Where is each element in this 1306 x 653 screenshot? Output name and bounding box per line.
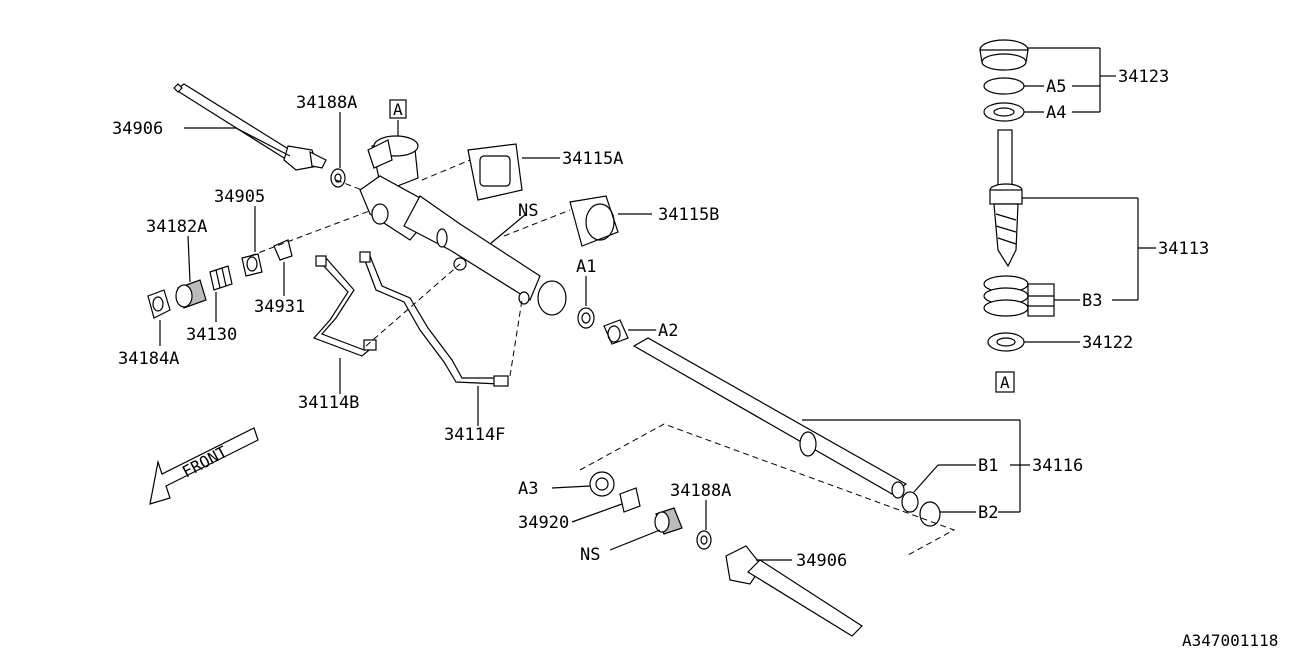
tie-rod-lower — [725, 545, 863, 637]
label-34920: 34920 — [518, 513, 569, 533]
label-ns-top: NS — [518, 201, 538, 221]
part-34920 — [619, 487, 641, 513]
label-34123: 34123 — [1118, 67, 1169, 87]
seal-A4 — [983, 102, 1025, 122]
label-34906-top: 34906 — [112, 119, 163, 139]
pipe-34114B — [312, 255, 377, 357]
label-34113: 34113 — [1158, 239, 1209, 259]
oring-A5 — [983, 77, 1025, 95]
label-a3: A3 — [518, 479, 538, 499]
part-labels: 34906 34188A 34115A 34115B NS 34905 3418… — [112, 67, 1209, 571]
assembly-dashed-lines — [249, 159, 956, 557]
part-34905 — [241, 253, 263, 277]
pipe-34114F — [359, 251, 509, 387]
label-34188A-bottom: 34188A — [670, 481, 731, 501]
label-34188A-top: 34188A — [296, 93, 357, 113]
leader-lines — [159, 47, 1156, 561]
label-34906-bottom: 34906 — [796, 551, 847, 571]
label-34116: 34116 — [1032, 456, 1083, 476]
pinion-34113 — [989, 129, 1023, 268]
label-34184A: 34184A — [118, 349, 179, 369]
rack-34116 — [632, 337, 908, 499]
part-34130 — [209, 265, 233, 291]
label-b3: B3 — [1082, 291, 1102, 311]
front-arrow: FRONT — [149, 427, 259, 505]
oring-B1 — [901, 491, 919, 513]
locknut-34184A — [147, 289, 171, 319]
seal-34122 — [987, 332, 1025, 352]
front-label: FRONT — [179, 442, 231, 482]
label-34115B: 34115B — [658, 205, 719, 225]
view-marker-top-label: A — [393, 100, 403, 119]
label-34130: 34130 — [186, 325, 237, 345]
label-a5: A5 — [1046, 77, 1066, 97]
washer-34188A-upper — [330, 168, 346, 188]
part-34182A — [175, 279, 207, 309]
tie-rod-upper — [173, 83, 327, 171]
bushing-A2 — [603, 319, 629, 345]
label-34905: 34905 — [214, 187, 265, 207]
view-marker-right: A — [995, 371, 1015, 393]
label-a4: A4 — [1046, 103, 1066, 123]
seal-A1 — [577, 307, 595, 329]
label-34114F: 34114F — [444, 425, 505, 445]
label-b1: B1 — [978, 456, 998, 476]
view-marker-right-label: A — [1000, 373, 1010, 392]
label-34931: 34931 — [254, 297, 305, 317]
washer-34188A-lower — [696, 530, 712, 550]
part-34931 — [273, 239, 293, 261]
bushing-NS-lower — [654, 507, 683, 535]
label-a2: A2 — [658, 321, 678, 341]
diagram-code: A347001118 — [1182, 631, 1278, 650]
label-34114B: 34114B — [298, 393, 359, 413]
label-34122: 34122 — [1082, 333, 1133, 353]
cap-34123 — [979, 39, 1029, 71]
bearings-B3 — [983, 275, 1029, 317]
label-b2: B2 — [978, 503, 998, 523]
label-34182A: 34182A — [146, 217, 207, 237]
label-34115A: 34115A — [562, 149, 623, 169]
mount-bracket-34115A — [467, 143, 523, 201]
view-marker-top: A — [389, 99, 407, 119]
label-a1: A1 — [576, 257, 596, 277]
seal-A3 — [589, 471, 615, 497]
oring-B2 — [919, 501, 941, 527]
mount-bushing-34115B — [569, 195, 619, 247]
gear-housing — [359, 135, 567, 316]
label-ns-bottom: NS — [580, 545, 600, 565]
